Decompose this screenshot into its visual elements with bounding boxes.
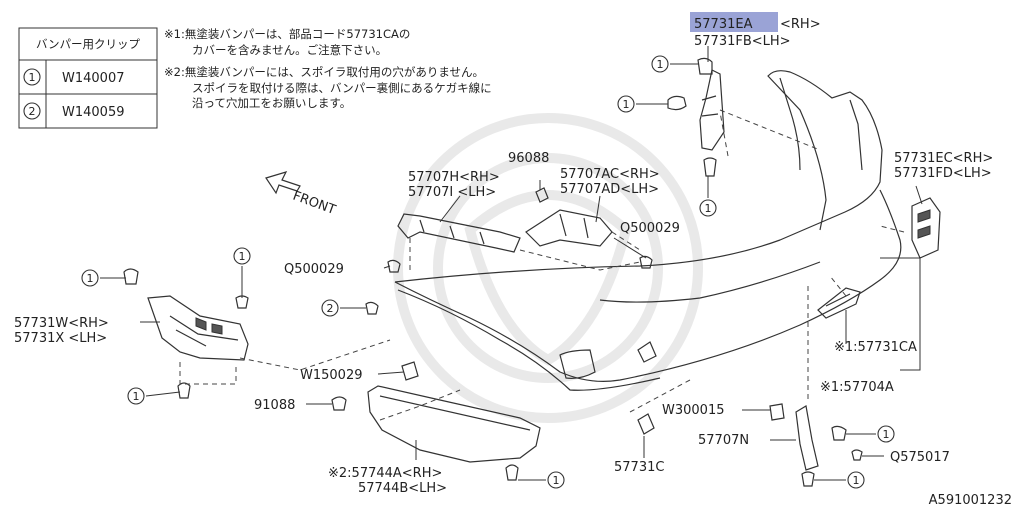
part-label-57731w[interactable]: 57731W<RH> bbox=[14, 316, 109, 331]
marker-2-a: 2 bbox=[321, 299, 339, 317]
marker-1-b: 1 bbox=[617, 95, 635, 113]
part-label-57731ca[interactable]: ※1:57731CA bbox=[834, 340, 917, 355]
svg-text:1: 1 bbox=[623, 98, 630, 111]
marker-1-g: 1 bbox=[547, 471, 565, 489]
marker-1-a: 1 bbox=[651, 55, 669, 73]
part-label-57744a[interactable]: ※2:57744A<RH> bbox=[328, 466, 442, 481]
part-label-w300015[interactable]: W300015 bbox=[662, 403, 724, 418]
marker-1-h: 1 bbox=[877, 425, 895, 443]
front-label: FRONT bbox=[291, 189, 338, 218]
stay-57707h bbox=[397, 213, 521, 253]
svg-text:1: 1 bbox=[883, 428, 890, 441]
clip-table-code-1: W140007 bbox=[62, 71, 124, 86]
marker-1-c: 1 bbox=[699, 199, 717, 217]
part-label-57731fd[interactable]: 57731FD<LH> bbox=[894, 166, 992, 181]
svg-text:1: 1 bbox=[853, 474, 860, 487]
note-2-line-2: スポイラを取付ける際は、バンパー裏側にあるケガキ線に bbox=[192, 81, 492, 95]
stay-57707ac bbox=[525, 187, 613, 247]
note-2-line-3: 沿って穴加工をお願いします。 bbox=[192, 96, 351, 110]
part-label-57731ec[interactable]: 57731EC<RH> bbox=[894, 151, 993, 166]
part-label-57731x[interactable]: 57731X <LH> bbox=[14, 331, 107, 346]
svg-text:1: 1 bbox=[239, 250, 246, 263]
part-label-57731c[interactable]: 57731C bbox=[614, 460, 664, 475]
clip-table-code-2: W140059 bbox=[62, 105, 124, 120]
note-2-line-1: ※2:無塗装バンパーには、スポイラ取付用の穴がありません。 bbox=[164, 65, 484, 79]
assembly-guide-lines bbox=[179, 109, 905, 421]
bracket-57731ea bbox=[667, 57, 725, 177]
diagram-code: A591001232 bbox=[929, 493, 1012, 508]
spoiler-57744a bbox=[331, 361, 541, 481]
part-label-57731ea-side: <RH> bbox=[780, 17, 821, 32]
front-direction-arrow: FRONT bbox=[265, 171, 338, 218]
marker-1-i: 1 bbox=[847, 471, 865, 489]
watermark-emblem bbox=[393, 113, 703, 423]
svg-text:1: 1 bbox=[87, 272, 94, 285]
svg-text:1: 1 bbox=[133, 390, 140, 403]
bracket-57731ec bbox=[911, 197, 941, 259]
marker-1-e: 1 bbox=[233, 247, 251, 265]
svg-text:1: 1 bbox=[705, 202, 712, 215]
part-label-57731fb[interactable]: 57731FB<LH> bbox=[694, 34, 791, 49]
part-label-57707h[interactable]: 57707H<RH> bbox=[408, 170, 500, 185]
part-label-57704a[interactable]: ※1:57704A bbox=[820, 380, 894, 395]
part-label-57744b[interactable]: 57744B<LH> bbox=[358, 481, 447, 496]
part-label-w150029[interactable]: W150029 bbox=[300, 368, 362, 383]
svg-text:2: 2 bbox=[327, 302, 334, 315]
marker-1-d: 1 bbox=[81, 269, 99, 287]
clip-table-marker-1: 1 bbox=[29, 71, 36, 84]
note-1-line-2: カバーを含みません。ご注意下さい。 bbox=[192, 43, 387, 57]
cap-57731c bbox=[637, 413, 655, 435]
bracket-57731w bbox=[123, 268, 249, 399]
part-label-57707n[interactable]: 57707N bbox=[698, 433, 749, 448]
selected-part-highlight bbox=[690, 12, 778, 32]
marker-1-f: 1 bbox=[127, 387, 145, 405]
part-label-q575017[interactable]: Q575017 bbox=[890, 450, 950, 465]
clip-table-marker-2: 2 bbox=[29, 105, 36, 118]
part-label-57707ac[interactable]: 57707AC<RH> bbox=[560, 167, 660, 182]
part-label-57707i[interactable]: 57707I <LH> bbox=[408, 185, 496, 200]
part-label-q500029-left[interactable]: Q500029 bbox=[284, 262, 344, 277]
part-label-96088[interactable]: 96088 bbox=[508, 151, 549, 166]
notes: ※1:無塗装バンパーは、部品コード57731CAの カバーを含みません。ご注意下… bbox=[164, 27, 492, 110]
part-label-57707ad[interactable]: 57707AD<LH> bbox=[560, 182, 659, 197]
part-label-q500029-right[interactable]: Q500029 bbox=[620, 221, 680, 236]
part-label-91088[interactable]: 91088 bbox=[254, 398, 295, 413]
stay-57707n bbox=[769, 403, 863, 487]
rear-bumper-cover bbox=[394, 70, 902, 391]
part-label-57731ea[interactable]: 57731EA bbox=[694, 17, 753, 32]
note-1-line-1: ※1:無塗装バンパーは、部品コード57731CAの bbox=[164, 27, 410, 41]
clip-table-header: バンパー用クリップ bbox=[36, 37, 141, 51]
clip-markers: 1 1 1 1 1 2 1 1 1 1 bbox=[81, 55, 895, 489]
part-labels: 57731EA <RH> 57731FB<LH> 96088 57707AC<R… bbox=[14, 17, 1012, 508]
svg-text:1: 1 bbox=[553, 474, 560, 487]
svg-text:1: 1 bbox=[657, 58, 664, 71]
clip-fasteners bbox=[365, 255, 653, 315]
leader-lines bbox=[100, 46, 923, 481]
clip-table: バンパー用クリップ 1 W140007 2 W140059 bbox=[18, 27, 158, 129]
